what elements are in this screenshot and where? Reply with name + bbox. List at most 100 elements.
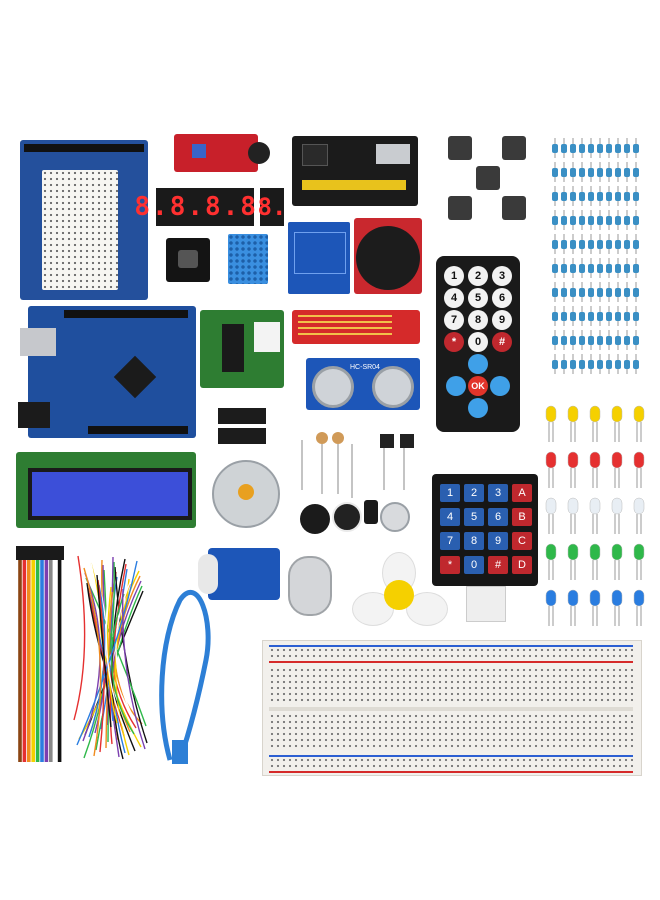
remote-key: 9: [492, 310, 512, 330]
resistor: [624, 336, 630, 345]
resistor: [597, 264, 603, 273]
keypad-key: #: [488, 556, 508, 574]
resistor: [615, 360, 621, 369]
led: [633, 589, 645, 607]
led: [545, 405, 557, 423]
resistor: [588, 144, 594, 153]
resistor: [597, 168, 603, 177]
resistor: [579, 312, 585, 321]
led: [567, 497, 579, 515]
resistor: [588, 216, 594, 225]
resistor: [606, 336, 612, 345]
resistor: [606, 288, 612, 297]
resistor: [615, 312, 621, 321]
resistor: [552, 360, 558, 369]
ic-chip: [218, 408, 266, 424]
resistor: [570, 288, 576, 297]
resistor: [579, 264, 585, 273]
resistor: [597, 216, 603, 225]
keypad-key: B: [512, 508, 532, 526]
resistor: [552, 144, 558, 153]
resistor: [561, 360, 567, 369]
led: [589, 451, 601, 469]
resistor: [588, 336, 594, 345]
mini-breadboard: [42, 170, 118, 290]
keypad-key: C: [512, 532, 532, 550]
resistor: [597, 360, 603, 369]
led: [611, 589, 623, 607]
relay-label: [294, 232, 346, 274]
resistor: [633, 360, 639, 369]
jumper-wire: [73, 555, 86, 721]
resistor: [624, 288, 630, 297]
remote-key: 0: [468, 332, 488, 352]
resistor: [561, 264, 567, 273]
keypad-key: 4: [440, 508, 460, 526]
resistor: [606, 240, 612, 249]
arduino-uno-board: [18, 306, 196, 438]
resistor: [606, 216, 612, 225]
keypad-key: 9: [488, 532, 508, 550]
breadboard: [262, 640, 642, 776]
led: [589, 589, 601, 607]
resistor: [624, 312, 630, 321]
resistor: [624, 144, 630, 153]
stepper-driver-board: [200, 310, 284, 388]
resistor: [624, 360, 630, 369]
prototype-shield: [20, 140, 148, 300]
direction-pad: OK: [446, 354, 510, 418]
transistor: [400, 434, 414, 448]
arrow-up-icon: [468, 354, 488, 374]
push-button: [448, 196, 472, 220]
resistor: [588, 288, 594, 297]
resistor: [633, 240, 639, 249]
ultrasonic-sensor: HC-SR04: [306, 358, 420, 410]
dc-jack: [302, 144, 328, 166]
resistor: [552, 192, 558, 201]
push-button: [502, 136, 526, 160]
resistor: [570, 240, 576, 249]
resistor: [597, 312, 603, 321]
resistor: [588, 168, 594, 177]
resistor: [606, 144, 612, 153]
motor-shaft: [238, 484, 254, 500]
resistor: [606, 264, 612, 273]
motor-connector: [254, 322, 280, 352]
led: [611, 451, 623, 469]
resistor: [615, 240, 621, 249]
photoresistor: [316, 432, 328, 444]
resistor: [561, 312, 567, 321]
display-digits: 8.8.8.8.: [134, 192, 276, 222]
resistor: [624, 216, 630, 225]
jumper-wire: [115, 565, 141, 731]
resistor: [633, 312, 639, 321]
resistor-grid: [552, 138, 639, 374]
remote-key: *: [444, 332, 464, 352]
jumper-wire: [111, 593, 135, 735]
yellow-headers: [302, 180, 406, 190]
resistor: [570, 216, 576, 225]
servo-motor: [198, 548, 280, 600]
fan-blade-arm: [352, 592, 394, 626]
jumper-wire: [96, 574, 112, 728]
resistor: [597, 240, 603, 249]
jumper-wire: [114, 566, 148, 744]
resistor: [570, 312, 576, 321]
led: [589, 543, 601, 561]
ic-chip: [218, 428, 266, 444]
led: [545, 497, 557, 515]
remote-key: 3: [492, 266, 512, 286]
sensor-traces: [298, 315, 392, 335]
joystick-cap: [356, 226, 420, 290]
potentiometer: [380, 502, 410, 532]
jumper-wire: [76, 560, 138, 746]
joystick-module: [354, 218, 422, 294]
resistor: [633, 336, 639, 345]
digital-header: [64, 310, 188, 318]
led: [589, 497, 601, 515]
keypad-key: A: [512, 484, 532, 502]
keypad-key: 2: [464, 484, 484, 502]
jumper-wire-bundle: [73, 555, 148, 760]
jumper-wire: [105, 581, 129, 739]
